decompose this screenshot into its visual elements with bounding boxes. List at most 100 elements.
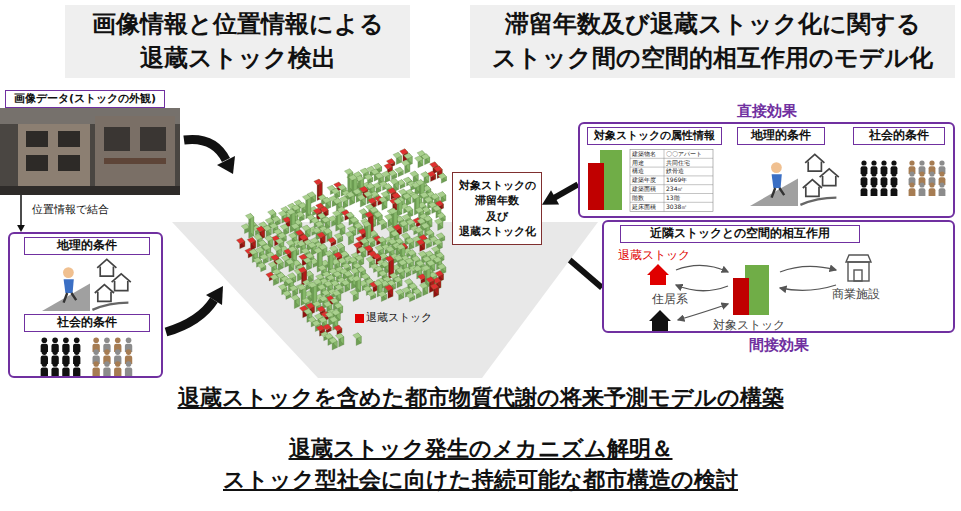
building-roof (257, 262, 265, 268)
interaction-arrow (780, 285, 836, 290)
building-roof (322, 217, 330, 223)
building (283, 290, 291, 299)
building-roof (346, 192, 354, 198)
building (245, 213, 253, 238)
building-roof (436, 233, 444, 239)
building-roof (401, 160, 409, 166)
building-roof (404, 153, 412, 159)
vacant-building (247, 237, 255, 250)
image-label-box: 画像データ(ストックの外観) (5, 90, 165, 108)
building-roof (394, 277, 402, 283)
table-cell: 階数 (632, 194, 644, 203)
building (378, 219, 386, 230)
building-roof (297, 241, 305, 247)
building-roof (359, 186, 367, 192)
building-roof (254, 234, 262, 240)
photo-window (26, 155, 48, 171)
building-roof (375, 173, 383, 179)
target-building-icon (733, 265, 769, 315)
building-roof (394, 255, 402, 261)
building-roof (236, 238, 244, 244)
building-roof (260, 254, 268, 260)
building-front (588, 163, 604, 210)
legend-swatch (355, 314, 364, 323)
photo-wall (95, 116, 175, 188)
geography-icon (750, 154, 839, 206)
building-roof (302, 194, 310, 200)
building-roof (289, 285, 297, 291)
building-roof (346, 212, 354, 218)
building-roof (312, 320, 320, 326)
building-roof (433, 205, 441, 211)
building-roof (308, 242, 316, 248)
building-roof (400, 149, 408, 155)
building-roof (283, 290, 291, 296)
building-roof (433, 257, 441, 263)
building-roof (385, 285, 393, 291)
building-roof (308, 282, 316, 288)
building-roof (424, 216, 432, 222)
condition-header: 地理的条件 (737, 127, 825, 145)
building-photo (0, 108, 180, 195)
stock-label: 退蔵ストック (618, 248, 690, 262)
indirect-effect-group: 間接効果近隣ストックとの空間的相互作用 (602, 220, 955, 333)
building-roof (302, 298, 310, 304)
attribute-header: 対象ストックの属性情報 (587, 127, 722, 145)
node-text: 画像データ(ストックの外観) (14, 91, 156, 106)
building (379, 197, 387, 211)
building-roof (434, 166, 442, 172)
building-roof (317, 306, 325, 312)
building (395, 289, 403, 300)
building-roof (374, 212, 382, 218)
building (406, 293, 414, 302)
building-roof (419, 283, 427, 289)
building-roof (332, 210, 340, 216)
building-roof (358, 229, 366, 235)
building (350, 290, 358, 302)
photo-ground (0, 186, 180, 195)
building-roof (394, 198, 402, 204)
building-roof (389, 208, 397, 214)
building (286, 259, 294, 272)
building-roof (329, 338, 337, 344)
building-roof (424, 197, 432, 203)
building-roof (270, 274, 278, 280)
building-roof (416, 239, 424, 245)
building-roof (245, 213, 253, 219)
building-roof (315, 221, 323, 227)
building (438, 173, 446, 183)
building-roof (418, 274, 426, 280)
building-roof (360, 238, 368, 244)
interaction-arrow (676, 285, 728, 291)
shop-roof (846, 255, 871, 262)
building-roof (395, 167, 403, 173)
connector (542, 184, 578, 204)
building-roof (332, 310, 340, 316)
node-text: 地理的条件 (751, 128, 811, 144)
node-text: 対象ストックの属性情報 (594, 129, 715, 143)
building-roof (313, 208, 321, 214)
building-roof (413, 289, 421, 295)
building-roof (381, 191, 389, 197)
building-roof (350, 217, 358, 223)
vacant-building (328, 237, 336, 246)
building-roof (341, 280, 349, 286)
building-roof (411, 193, 419, 199)
building-roof (373, 253, 381, 259)
building-roof (365, 212, 373, 218)
building-roof (368, 198, 376, 204)
building-roof (397, 244, 405, 250)
building-roof (303, 257, 311, 263)
building-roof (325, 250, 333, 256)
building-roof (413, 266, 421, 272)
building-roof (421, 223, 429, 229)
building-roof (357, 194, 365, 200)
geography-icon (42, 259, 131, 311)
building-roof (347, 226, 355, 232)
building-roof (374, 280, 382, 286)
building-roof (385, 256, 393, 262)
building-roof (333, 198, 341, 204)
building-roof (273, 245, 281, 251)
building-roof (268, 262, 276, 268)
building-roof (417, 218, 425, 224)
